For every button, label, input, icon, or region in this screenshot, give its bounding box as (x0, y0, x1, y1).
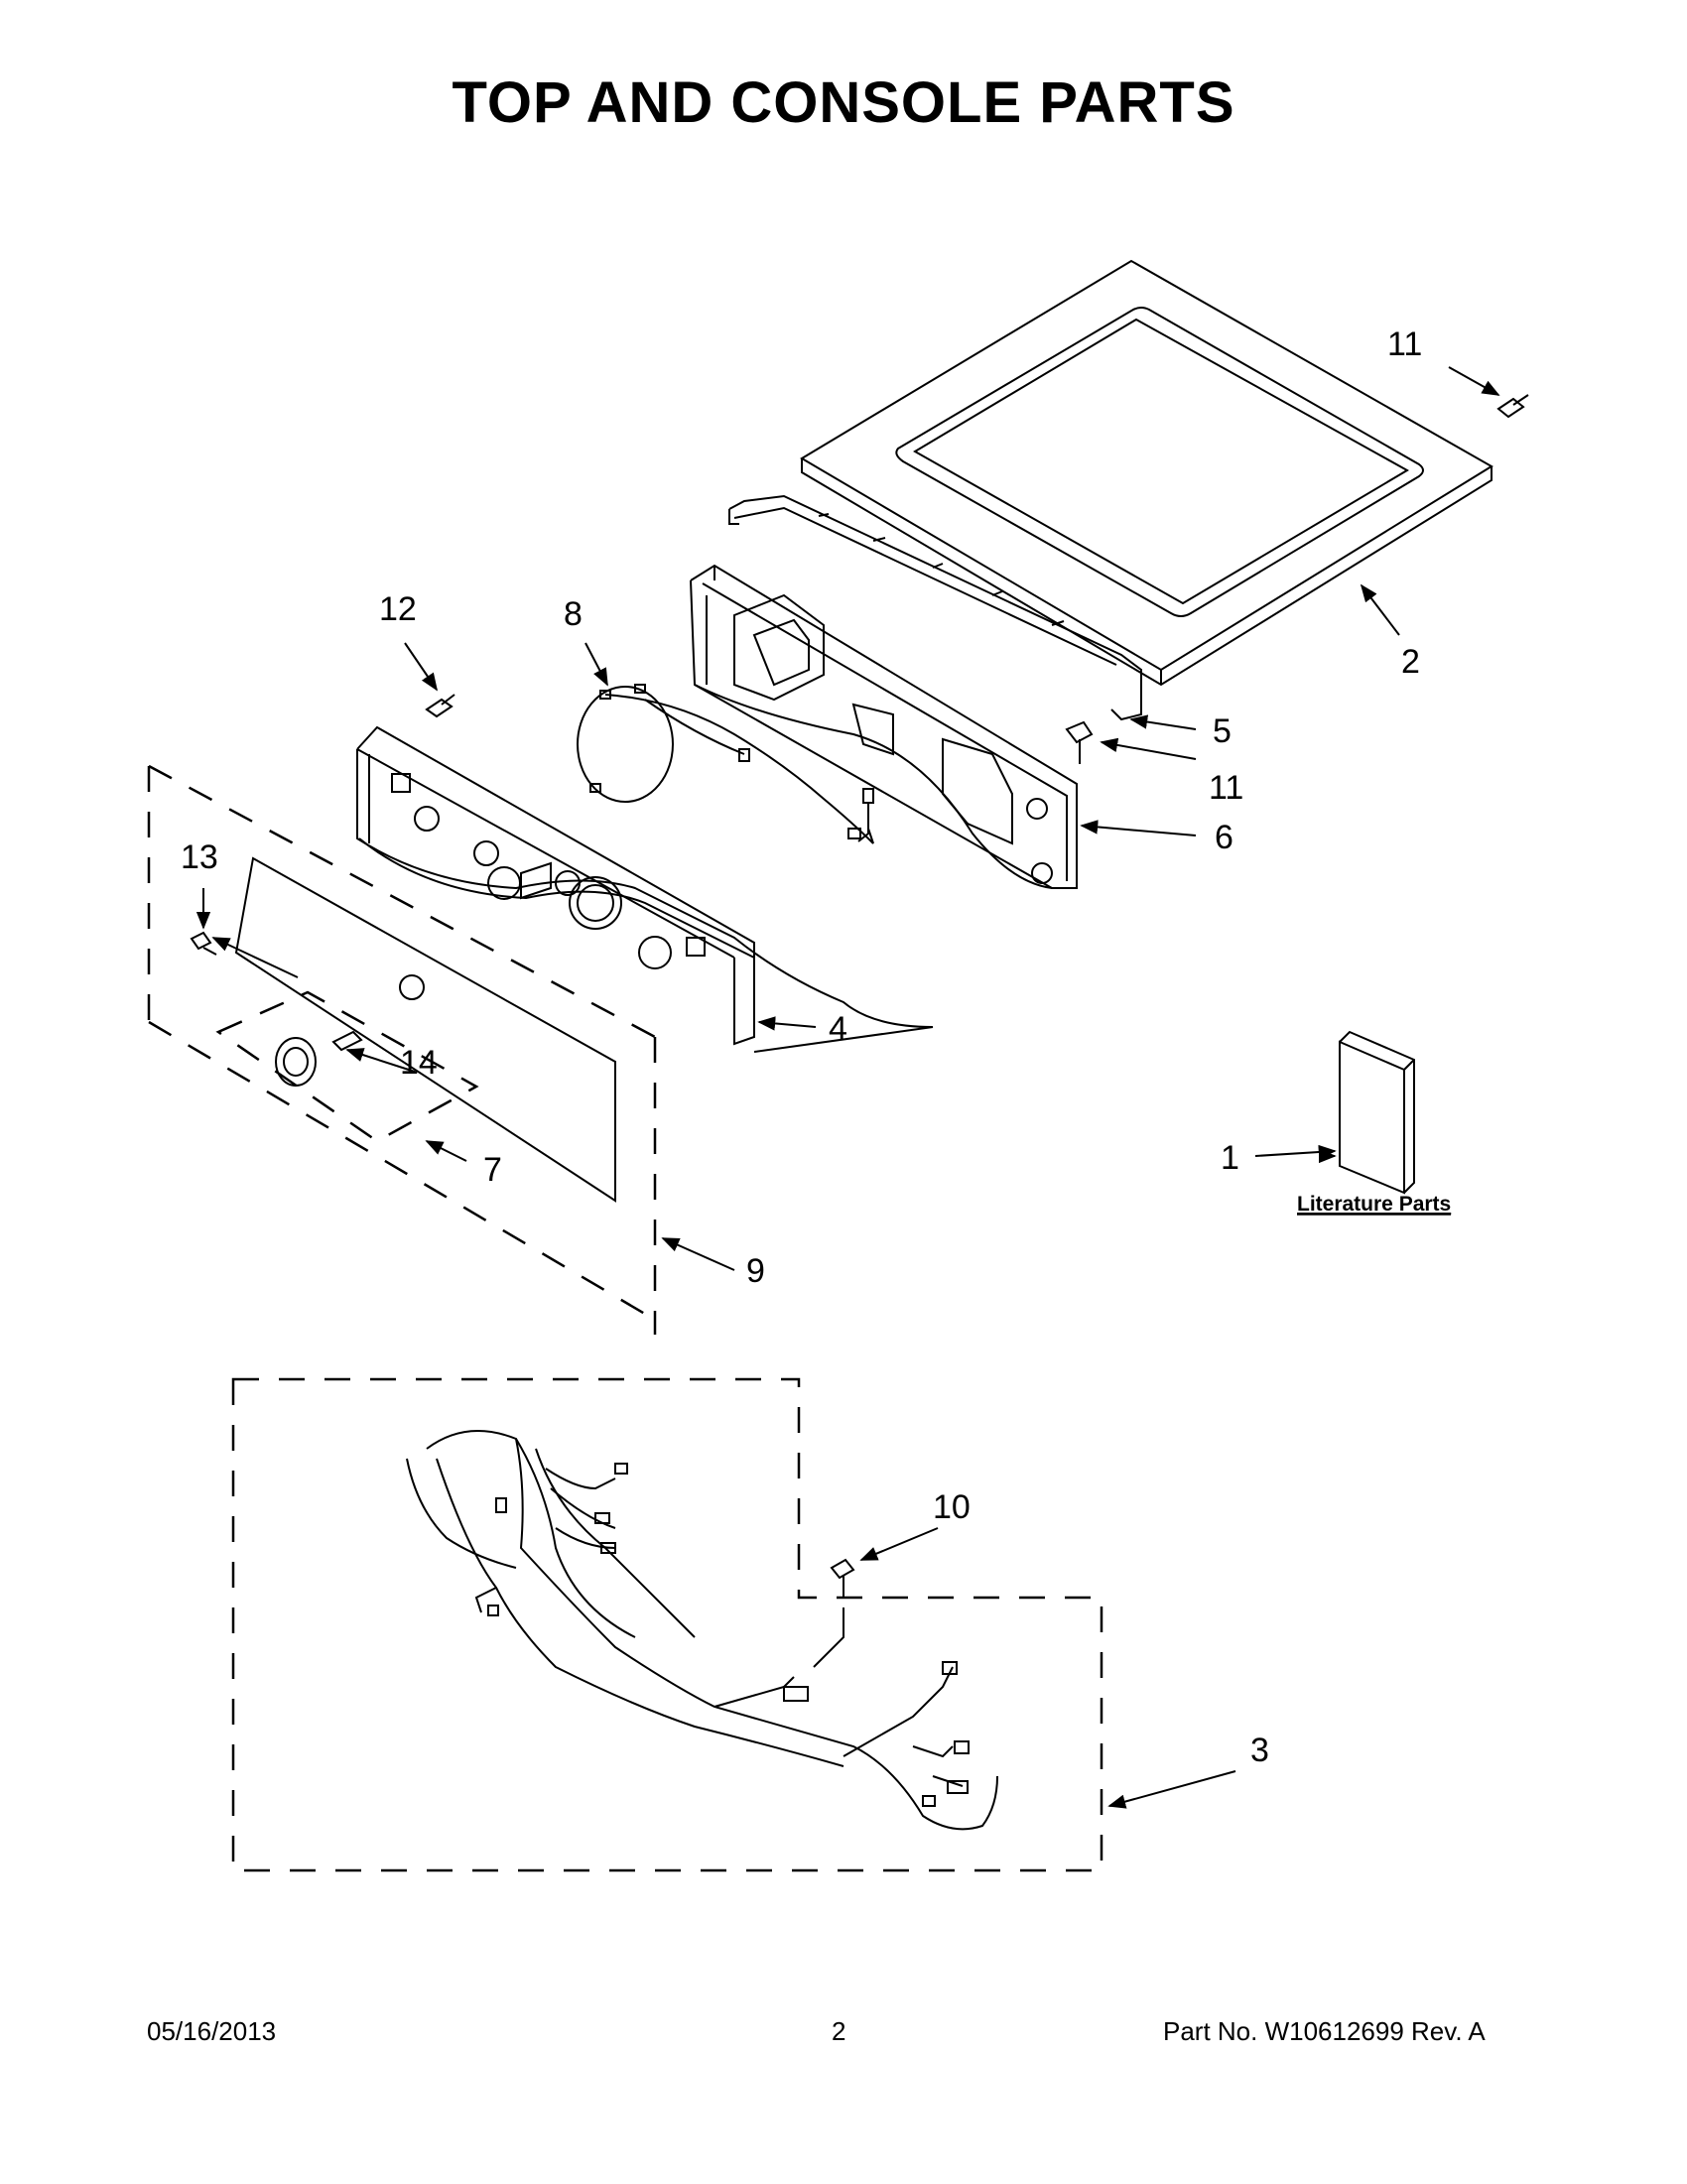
overlay-film-part (234, 856, 616, 1203)
callout-11-top: 11 (1387, 325, 1422, 363)
top-rail-part (728, 494, 1142, 721)
screw-part-12 (425, 694, 455, 718)
callout-12: 12 (379, 590, 417, 628)
harness-screw-part-10 (830, 1558, 855, 1598)
literature-book-part (1339, 1030, 1415, 1195)
top-panel-part (800, 259, 1493, 687)
console-wire-harness-part (577, 684, 874, 844)
callout-4: 4 (829, 1010, 847, 1048)
screw-part-11-top (1496, 394, 1529, 419)
console-bracket-part (690, 564, 1078, 889)
console-panel-part (356, 725, 934, 1053)
callout-7: 7 (483, 1151, 502, 1189)
callout-5: 5 (1213, 712, 1232, 750)
callout-6: 6 (1215, 819, 1233, 856)
footer-date: 05/16/2013 (147, 2016, 277, 2046)
footer-part-number: Part No. W10612699 Rev. A (1163, 2016, 1486, 2046)
callout-10: 10 (933, 1488, 971, 1526)
callout-3: 3 (1250, 1732, 1269, 1769)
literature-parts-label: Literature Parts (1297, 1193, 1451, 1216)
callout-1: 1 (1221, 1139, 1239, 1177)
callout-9: 9 (746, 1252, 765, 1290)
overlay-assembly-outline (147, 764, 657, 1335)
main-wire-harness-part (406, 1430, 998, 1831)
clip-part-13 (190, 931, 217, 956)
callout-14: 14 (400, 1044, 438, 1082)
page-title: TOP AND CONSOLE PARTS (452, 70, 1235, 135)
callout-2: 2 (1401, 643, 1420, 681)
callout-arrows (195, 366, 1500, 1809)
footer-page-number: 2 (832, 2016, 846, 2046)
callout-11-bottom: 11 (1209, 769, 1243, 807)
callout-13: 13 (181, 838, 218, 876)
harness-assembly-outline (231, 1377, 1103, 1872)
callout-8: 8 (564, 595, 583, 633)
knob-part (275, 1030, 363, 1087)
screw-part-11-bottom (1065, 720, 1094, 764)
